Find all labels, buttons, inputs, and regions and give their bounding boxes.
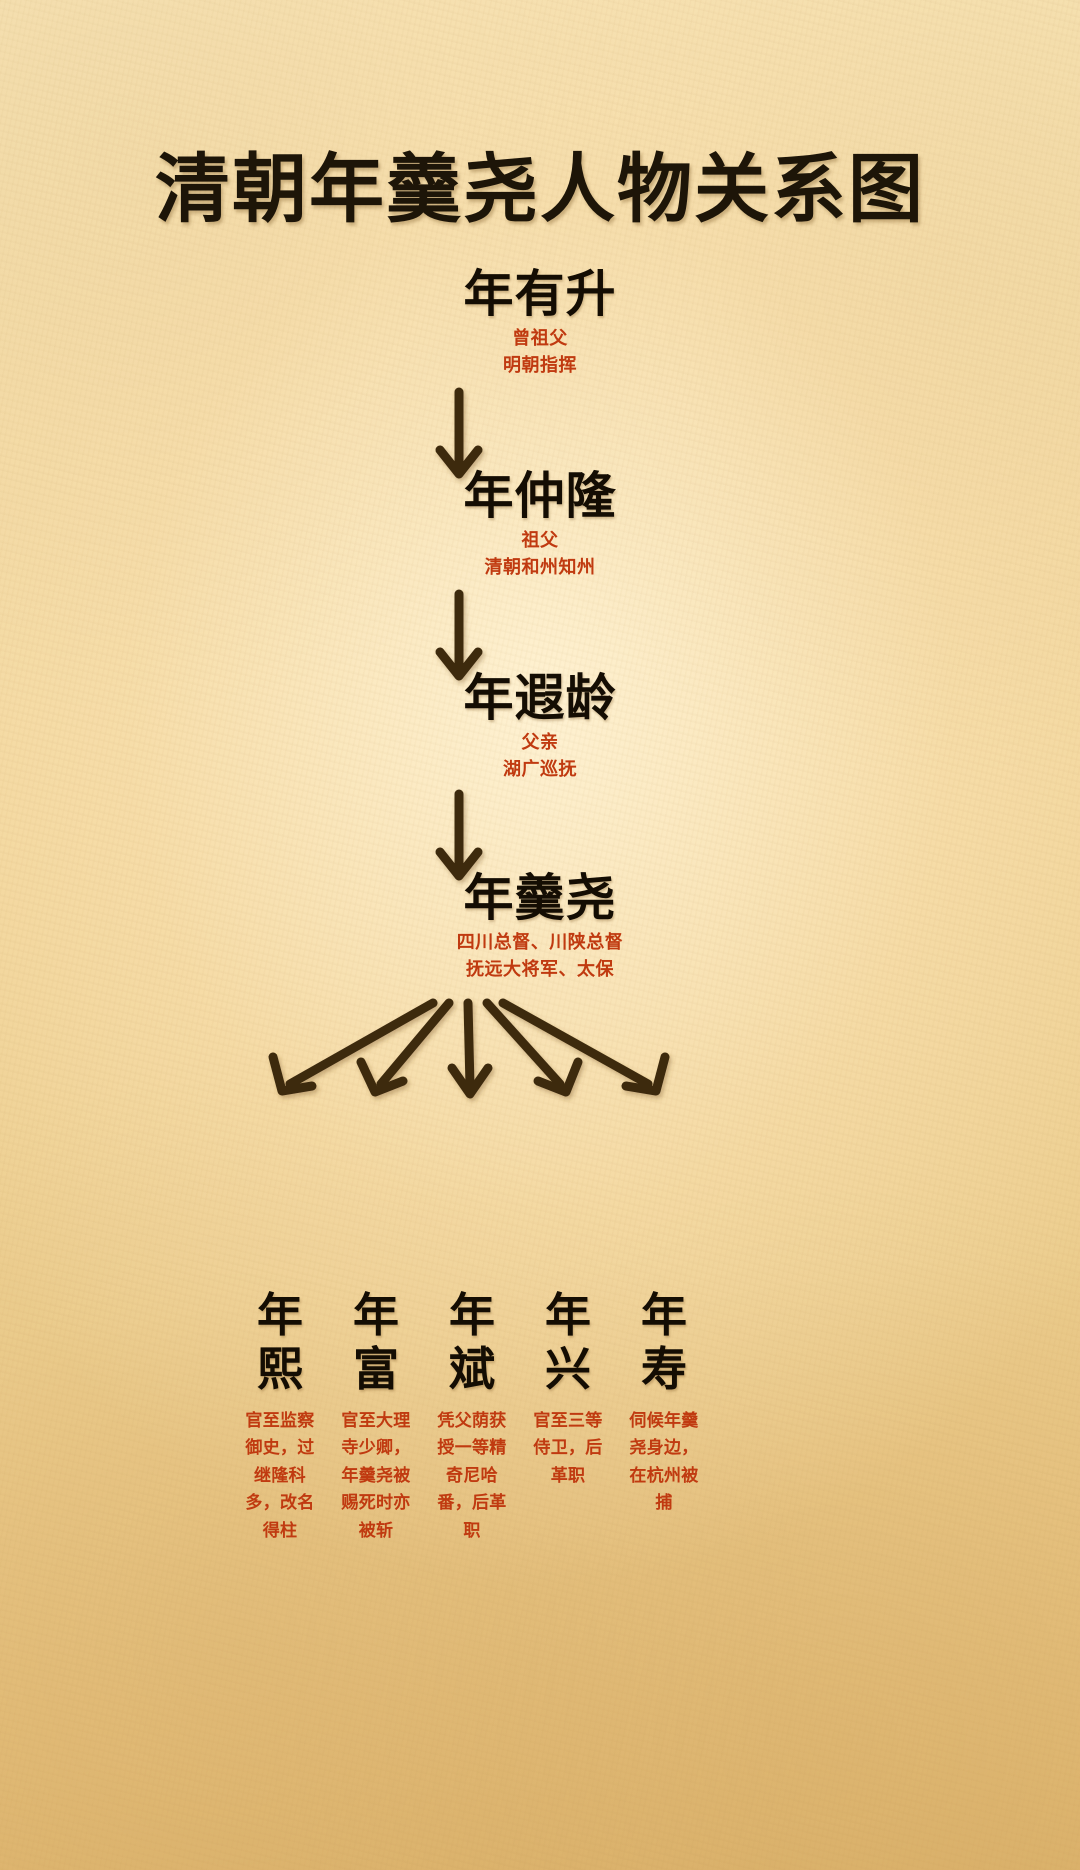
node-name: 年羹尧: [463, 870, 617, 926]
node-role-line: 父亲: [521, 732, 559, 752]
node-role-line: 明朝指挥: [503, 354, 577, 375]
node-description-line: 多，改名: [245, 1493, 315, 1513]
node-description-line: 番，后革: [437, 1493, 507, 1513]
node-description-line: 侍卫，后: [533, 1438, 603, 1458]
node-description-line: 革职: [550, 1465, 586, 1485]
node-name: 年 寿: [600, 1288, 728, 1397]
node-role: 四川总督、川陕总督 抚远大将军、太保: [280, 929, 800, 982]
node-name: 年 富: [312, 1288, 440, 1397]
node-name-char: 富: [353, 1343, 399, 1396]
node-nianzhonglong: 年仲隆 祖父 清朝和州知州: [280, 470, 800, 580]
node-description: 官至大理 寺少卿， 年羹尧被 赐死时亦 被斩: [312, 1407, 440, 1545]
node-nianyousheng: 年有升 曾祖父 明朝指挥: [280, 268, 800, 378]
node-description: 官至监察 御史，过 继隆科 多，改名 得柱: [216, 1407, 344, 1545]
node-description-line: 奇尼哈: [446, 1465, 498, 1485]
node-role-line: 四川总督、川陕总督: [456, 932, 624, 952]
node-description-line: 被斩: [358, 1520, 394, 1540]
node-description-line: 职: [463, 1520, 481, 1540]
node-name-char: 年: [353, 1289, 399, 1341]
node-description-line: 捕: [655, 1493, 673, 1513]
node-role-line: 清朝和州知州: [484, 556, 596, 577]
node-description-line: 尧身边，: [629, 1438, 699, 1458]
node-nianxi: 年 熙 官至监察 御史，过 继隆科 多，改名 得柱: [216, 1288, 344, 1544]
node-role: 祖父 清朝和州知州: [280, 527, 800, 580]
node-role: 父亲 湖广巡抚: [280, 729, 800, 782]
node-name-char: 年: [545, 1289, 591, 1341]
node-role-line: 曾祖父: [512, 328, 568, 348]
node-role-line: 抚远大将军、太保: [466, 958, 614, 979]
node-description: 官至三等 侍卫，后 革职: [504, 1407, 632, 1490]
node-nianshou: 年 寿 伺候年羹 尧身边， 在杭州被 捕: [600, 1288, 728, 1517]
node-name-char: 年: [449, 1289, 495, 1341]
node-name: 年 斌: [408, 1288, 536, 1397]
node-description-line: 赐死时亦: [341, 1493, 411, 1513]
arrow-niangengyao-to-nianshou: [498, 998, 670, 1096]
node-description: 凭父荫获 授一等精 奇尼哈 番，后革 职: [408, 1407, 536, 1545]
node-role-line: 祖父: [521, 530, 559, 550]
arrow-niangengyao-to-nianxing: [482, 998, 583, 1097]
arrow-niangengyao-to-nianxi: [268, 998, 438, 1096]
node-name-char: 年: [641, 1289, 687, 1341]
node-description-line: 授一等精: [437, 1438, 507, 1458]
page-title: 清朝年羹尧人物关系图: [154, 147, 925, 231]
arrow-nianxialing-to-niangengyao: [435, 789, 483, 881]
node-nianxialing: 年遐龄 父亲 湖广巡抚: [280, 672, 800, 782]
node-description-line: 凭父荫获: [437, 1410, 507, 1430]
node-description-line: 在杭州被: [629, 1465, 699, 1485]
node-name: 年遐龄: [463, 670, 617, 726]
node-name: 年仲隆: [463, 468, 617, 524]
node-nianbin: 年 斌 凭父荫获 授一等精 奇尼哈 番，后革 职: [408, 1288, 536, 1544]
node-role-line: 湖广巡抚: [503, 758, 577, 779]
node-name-char: 年: [257, 1289, 303, 1341]
node-role: 曾祖父 明朝指挥: [280, 325, 800, 378]
node-description-line: 官至大理: [341, 1410, 411, 1430]
node-name-char: 斌: [449, 1343, 495, 1396]
node-description-line: 得柱: [262, 1520, 298, 1540]
node-name: 年 兴: [504, 1288, 632, 1397]
node-description-line: 官至监察: [245, 1410, 315, 1430]
node-niangengyao: 年羹尧 四川总督、川陕总督 抚远大将军、太保: [280, 872, 800, 982]
node-name: 年有升: [463, 266, 617, 322]
node-description-line: 寺少卿，: [341, 1438, 411, 1458]
arrow-nianyousheng-to-nianzhonglong: [435, 387, 483, 479]
node-description-line: 年羹尧被: [341, 1465, 411, 1485]
node-nianfu: 年 富 官至大理 寺少卿， 年羹尧被 赐死时亦 被斩: [312, 1288, 440, 1544]
node-nianxing: 年 兴 官至三等 侍卫，后 革职: [504, 1288, 632, 1489]
arrow-nianzhonglong-to-nianxialing: [435, 589, 483, 681]
arrow-niangengyao-to-nianbin: [447, 998, 493, 1099]
node-description-line: 伺候年羹: [629, 1410, 699, 1430]
node-description-line: 继隆科: [254, 1465, 306, 1485]
node-name-char: 兴: [545, 1343, 591, 1396]
arrow-niangengyao-to-nianfu: [356, 998, 454, 1097]
node-description-line: 官至三等: [533, 1410, 603, 1430]
node-description-line: 御史，过: [245, 1438, 315, 1458]
node-name-char: 寿: [641, 1343, 687, 1396]
node-name: 年 熙: [216, 1288, 344, 1397]
node-description: 伺候年羹 尧身边， 在杭州被 捕: [600, 1407, 728, 1517]
node-name-char: 熙: [257, 1343, 303, 1396]
